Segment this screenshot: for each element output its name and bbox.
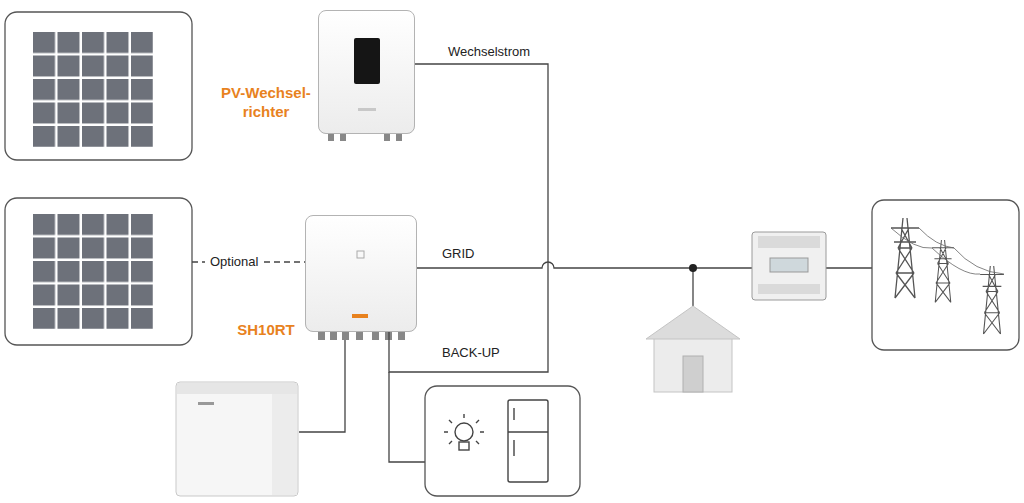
label-holder: GRID	[440, 246, 477, 262]
device-label: PV-Wechsel- richter	[217, 83, 315, 121]
battery-top	[177, 383, 297, 394]
bulb-rays	[444, 414, 484, 444]
house-body	[654, 336, 732, 392]
grid-frame	[872, 200, 1019, 350]
meter-body	[752, 232, 826, 300]
label-holder: Optional	[208, 254, 260, 270]
battery-wire	[299, 340, 345, 432]
line-label: Optional	[208, 254, 260, 270]
bulb-icon	[444, 414, 484, 450]
fridge-lines	[508, 408, 548, 456]
battery-logo	[198, 402, 214, 405]
fridge-body	[508, 400, 548, 482]
house-wire	[692, 268, 693, 306]
inverter-plug	[384, 134, 390, 141]
meter-terminals	[758, 284, 820, 294]
pylon-icon	[980, 266, 1004, 334]
line-label: GRID	[440, 246, 477, 262]
load-wire	[389, 372, 425, 462]
pv-array-frame	[5, 12, 192, 160]
meter-terminals	[758, 236, 820, 248]
inverter-logo	[358, 108, 376, 111]
hybrid-plug	[356, 332, 363, 340]
hybrid-plug	[372, 332, 379, 340]
load-frame	[425, 386, 580, 496]
inverter-plug	[328, 134, 334, 141]
battery-body	[176, 382, 298, 496]
solar-cells	[33, 214, 153, 329]
line-label: BACK-UP	[440, 345, 502, 361]
inverter-plug	[340, 134, 346, 141]
inverter-display	[354, 38, 380, 84]
device-box: SH10RT	[305, 215, 417, 332]
pv-array-frame	[5, 198, 192, 345]
power-wires	[891, 228, 1004, 274]
hybrid-led	[357, 251, 364, 258]
bulb-base	[459, 442, 469, 450]
connector-label: Wechselstrom	[446, 44, 532, 60]
meter-display	[770, 258, 808, 272]
pylon-icon	[891, 218, 919, 298]
hybrid-plug	[318, 332, 325, 340]
device-box: PV-Wechsel- richter	[318, 10, 415, 134]
label-holder: Wechselstrom	[446, 44, 532, 60]
battery-side	[272, 383, 297, 495]
solar-panel	[33, 32, 153, 147]
device-label: SH10RT	[231, 320, 301, 339]
house-door	[683, 356, 703, 392]
label-holder: PV-Wechsel- richter	[217, 83, 315, 121]
house-roof	[646, 306, 740, 339]
hybrid-plug	[398, 332, 405, 340]
hybrid-plug	[342, 332, 349, 340]
inverter-plug	[396, 134, 402, 141]
inverter-body	[318, 10, 415, 134]
bulb-glass	[455, 423, 473, 441]
solar-panel	[33, 214, 153, 329]
fridge-icon	[508, 400, 548, 482]
hybrid-logo	[352, 314, 368, 318]
label-holder: SH10RT	[231, 320, 301, 339]
solar-cells	[33, 32, 153, 147]
pylon-icon	[932, 240, 954, 302]
label-holder: BACK-UP	[440, 345, 502, 361]
hybrid-plug	[330, 332, 337, 340]
ac-connector	[389, 64, 548, 372]
hybrid-body	[305, 215, 417, 332]
junction-dot	[689, 264, 697, 272]
